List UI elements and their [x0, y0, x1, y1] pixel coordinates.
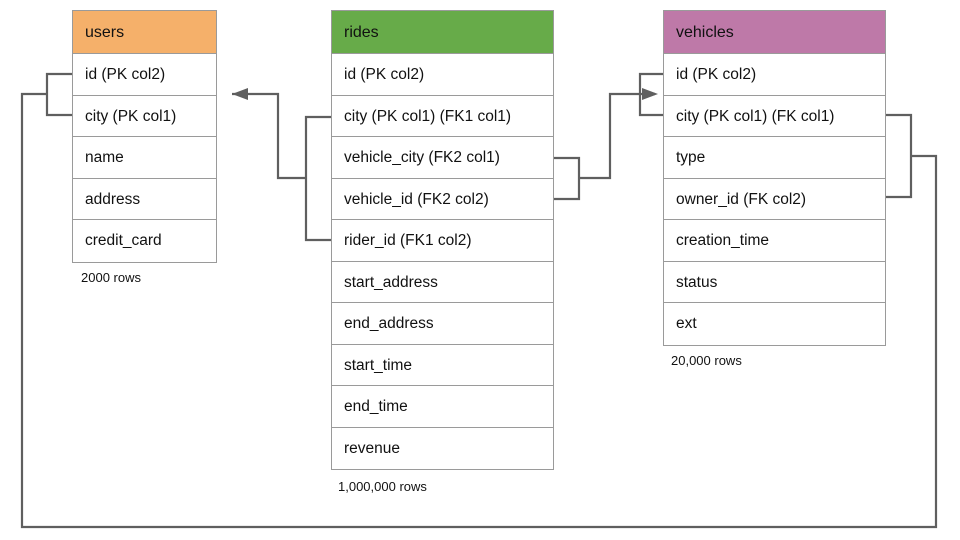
table-vehicles-header: vehicles: [664, 11, 885, 54]
table-vehicles-column-owner-id[interactable]: owner_id (FK col2): [664, 178, 885, 220]
table-vehicles-column-id[interactable]: id (PK col2): [664, 54, 885, 96]
table-users[interactable]: users id (PK col2) city (PK col1) name a…: [72, 10, 217, 263]
rides-fk2-arrowhead: [642, 88, 658, 100]
table-users-column-address[interactable]: address: [73, 178, 216, 220]
table-rides-column-end-address[interactable]: end_address: [332, 303, 553, 345]
vehicles-fk-bracket: [886, 113, 913, 199]
rides-fk1-arrowhead: [232, 88, 248, 100]
vehicles-left-bracket: [638, 72, 663, 117]
table-vehicles-column-type[interactable]: type: [664, 137, 885, 179]
table-vehicles-column-city[interactable]: city (PK col1) (FK col1): [664, 95, 885, 137]
rides-fk2-bracket: [554, 156, 581, 201]
table-vehicles-row-count: 20,000 rows: [671, 353, 742, 368]
table-users-column-city[interactable]: city (PK col1): [73, 95, 216, 137]
table-rides-row-count: 1,000,000 rows: [338, 479, 427, 494]
table-rides-column-revenue[interactable]: revenue: [332, 427, 553, 469]
table-rides-column-end-time[interactable]: end_time: [332, 386, 553, 428]
rides-fk1-link: [232, 92, 306, 180]
rides-fk2-link: [579, 92, 655, 180]
table-rides-column-rider-id[interactable]: rider_id (FK1 col2): [332, 220, 553, 262]
table-rides[interactable]: rides id (PK col2) city (PK col1) (FK1 c…: [331, 10, 554, 470]
table-rides-column-vehicle-city[interactable]: vehicle_city (FK2 col1): [332, 137, 553, 179]
table-rides-column-id[interactable]: id (PK col2): [332, 54, 553, 96]
table-vehicles-column-ext[interactable]: ext: [664, 303, 885, 345]
table-rides-column-vehicle-id[interactable]: vehicle_id (FK2 col2): [332, 178, 553, 220]
table-rides-column-start-time[interactable]: start_time: [332, 344, 553, 386]
table-rides-column-start-address[interactable]: start_address: [332, 261, 553, 303]
table-rides-header: rides: [332, 11, 553, 54]
table-users-row-count: 2000 rows: [81, 270, 141, 285]
table-vehicles[interactable]: vehicles id (PK col2) city (PK col1) (FK…: [663, 10, 886, 346]
rides-fk1-bracket: [304, 115, 331, 242]
table-users-column-name[interactable]: name: [73, 137, 216, 179]
table-users-column-credit-card[interactable]: credit_card: [73, 220, 216, 262]
table-users-header: users: [73, 11, 216, 54]
table-rides-column-city[interactable]: city (PK col1) (FK1 col1): [332, 95, 553, 137]
users-left-bracket: [45, 72, 72, 117]
table-vehicles-column-status[interactable]: status: [664, 261, 885, 303]
table-users-column-id[interactable]: id (PK col2): [73, 54, 216, 96]
table-vehicles-column-creation-time[interactable]: creation_time: [664, 220, 885, 262]
